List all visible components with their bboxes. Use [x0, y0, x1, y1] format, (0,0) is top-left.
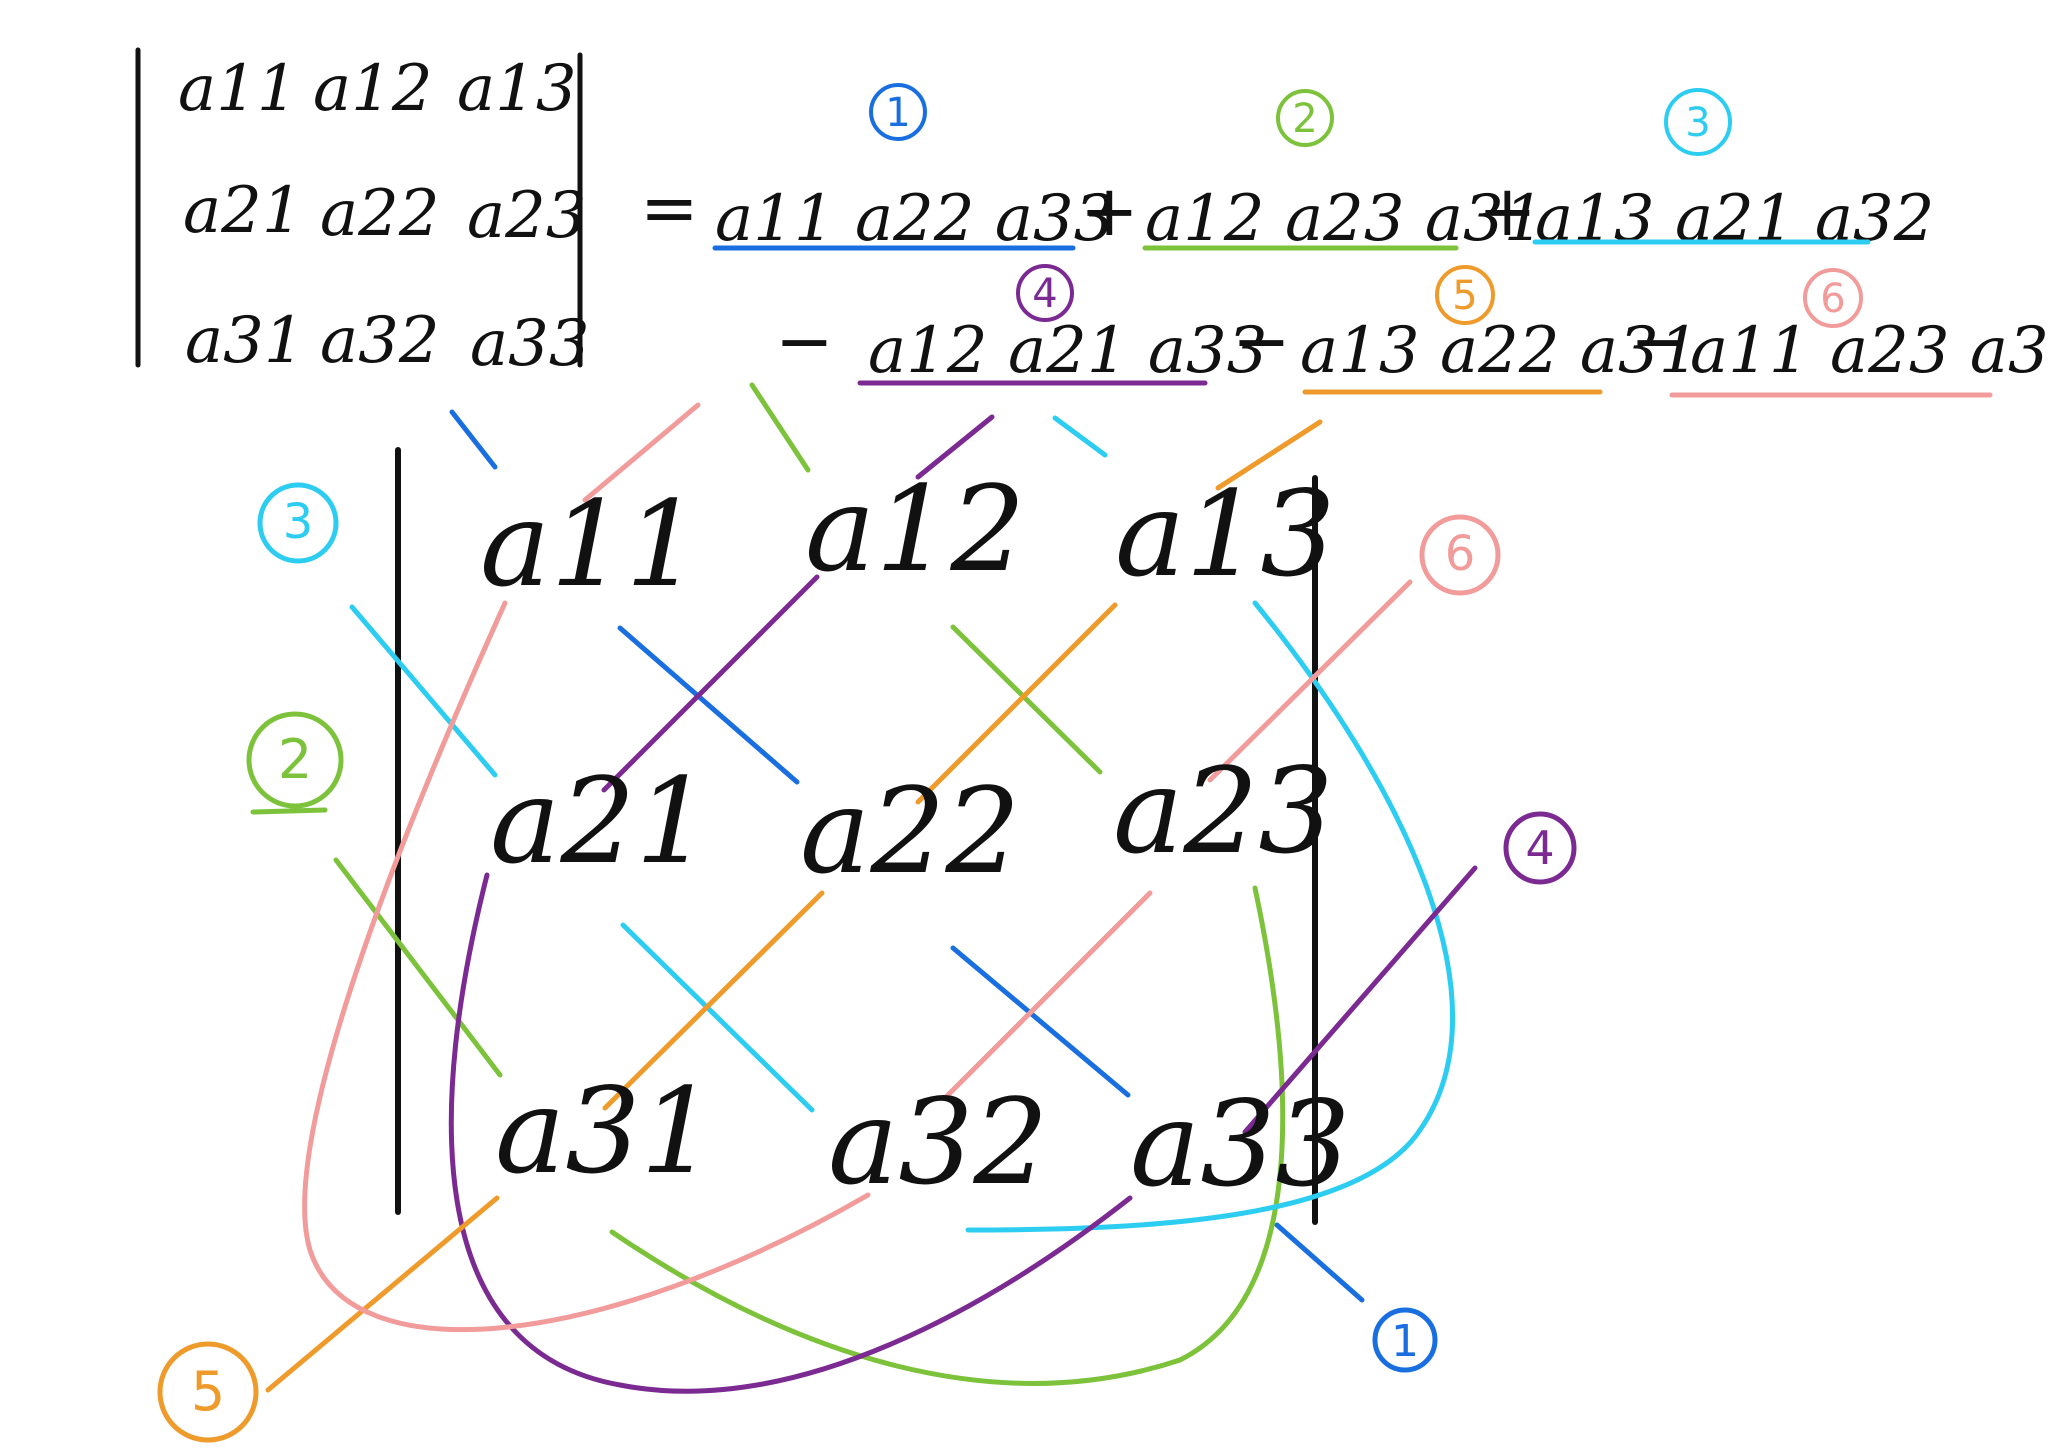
- diag-1-a: [617, 625, 800, 785]
- top-cell-a13: a13: [457, 52, 577, 126]
- diag-4-c: [1242, 865, 1478, 1135]
- minus-sign-3: −: [1630, 300, 1689, 382]
- term-3-circle: [1664, 88, 1732, 156]
- big-cell-a33: a33: [1130, 1075, 1351, 1213]
- top-cell-a33: a33: [470, 307, 590, 381]
- term-4: a12 a21 a33: [868, 314, 1267, 388]
- diag-2-d: [250, 807, 328, 815]
- diagonal-lines: [250, 574, 1478, 1394]
- top-cell-a21: a21: [183, 174, 303, 248]
- term-1-circle: [869, 83, 927, 141]
- equals-sign: =: [640, 167, 699, 249]
- diag-2-a: [950, 624, 1103, 775]
- diag-3-c: [620, 922, 815, 1113]
- term-5-number: 5: [1452, 273, 1477, 319]
- top-determinant: a11 a12 a13 a21 a22 a23 a31 a32 a33: [135, 47, 590, 381]
- big-cell-a23: a23: [1113, 742, 1334, 880]
- marker-2-number: 2: [278, 728, 312, 791]
- term-5-circle: [1435, 265, 1495, 325]
- diag-5-b: [602, 890, 825, 1111]
- marker-3-number: 3: [283, 494, 314, 550]
- plus-sign-1: +: [1080, 170, 1139, 252]
- term-2-number: 2: [1292, 96, 1317, 142]
- formula: = a11 a22 a33 1 + a12 a23 a31 2 + a13 a2…: [640, 83, 2048, 398]
- top-cell-a11: a11: [178, 52, 298, 126]
- term-4-number: 4: [1032, 271, 1057, 317]
- term-6: a11 a23 a32: [1690, 314, 2048, 388]
- term-2-circle: [1276, 89, 1334, 147]
- big-cell-a11: a11: [480, 475, 701, 613]
- term-1-number: 1: [885, 90, 910, 136]
- top-cell-a22: a22: [320, 177, 440, 251]
- diag-3-a: [965, 600, 1455, 1233]
- connector-2: [749, 382, 811, 473]
- term-2: a12 a23 a31: [1145, 182, 1544, 256]
- marker-6-number: 6: [1445, 526, 1476, 582]
- plus-sign-2: +: [1478, 170, 1537, 252]
- big-cell-a12: a12: [805, 460, 1026, 598]
- top-cell-a31: a31: [185, 304, 305, 378]
- diag-1-c: [1274, 1222, 1365, 1303]
- numbered-markers: 3 2 6 4 1 5: [157, 482, 1577, 1443]
- connector-strokes: [449, 382, 1323, 503]
- connector-6: [582, 402, 701, 503]
- diag-6-a: [302, 600, 871, 1333]
- diag-4-b: [448, 872, 1133, 1394]
- minus-sign-1: −: [775, 300, 834, 382]
- marker-1-number: 1: [1391, 1316, 1419, 1367]
- term-5: a13 a22 a31: [1300, 314, 1699, 388]
- connector-4: [915, 414, 995, 480]
- diag-6-c: [1207, 579, 1413, 783]
- big-determinant-entries: a11 a12 a13 a21 a22 a23 a31 a32 a33: [480, 460, 1351, 1213]
- big-cell-a21: a21: [490, 752, 711, 890]
- big-cell-a13: a13: [1115, 465, 1336, 603]
- diag-4-a: [601, 574, 820, 793]
- term-6-number: 6: [1820, 276, 1845, 322]
- marker-1-circle: [1372, 1307, 1438, 1373]
- marker-5-circle: [157, 1341, 259, 1443]
- marker-4-number: 4: [1525, 821, 1554, 875]
- marker-2-circle: [246, 711, 344, 809]
- top-cell-a12: a12: [313, 52, 433, 126]
- term-3-number: 3: [1685, 100, 1710, 146]
- big-cell-a32: a32: [828, 1073, 1049, 1211]
- minus-sign-2: −: [1232, 300, 1291, 382]
- big-cell-a22: a22: [800, 762, 1021, 900]
- connector-5: [1215, 419, 1323, 491]
- diag-1-b: [950, 945, 1131, 1098]
- marker-4-circle: [1503, 811, 1577, 885]
- term-6-circle: [1803, 268, 1863, 328]
- connector-3: [1052, 415, 1108, 458]
- connector-1: [449, 409, 498, 470]
- diag-5-c: [265, 1195, 500, 1393]
- diag-6-b: [942, 890, 1153, 1101]
- diag-2-c: [333, 857, 503, 1078]
- diag-3-b: [349, 604, 498, 778]
- marker-6-circle: [1419, 514, 1501, 596]
- big-cell-a31: a31: [495, 1062, 716, 1200]
- term-3: a13 a21 a32: [1535, 182, 1934, 256]
- term-1: a11 a22 a33: [715, 182, 1114, 256]
- diag-5-a: [915, 602, 1118, 805]
- big-determinant-bars: [395, 447, 1318, 1225]
- marker-5-number: 5: [191, 1360, 225, 1423]
- top-cell-a32: a32: [320, 304, 440, 378]
- term-4-circle: [1016, 264, 1074, 322]
- top-cell-a23: a23: [467, 179, 587, 253]
- marker-3-circle: [257, 482, 339, 564]
